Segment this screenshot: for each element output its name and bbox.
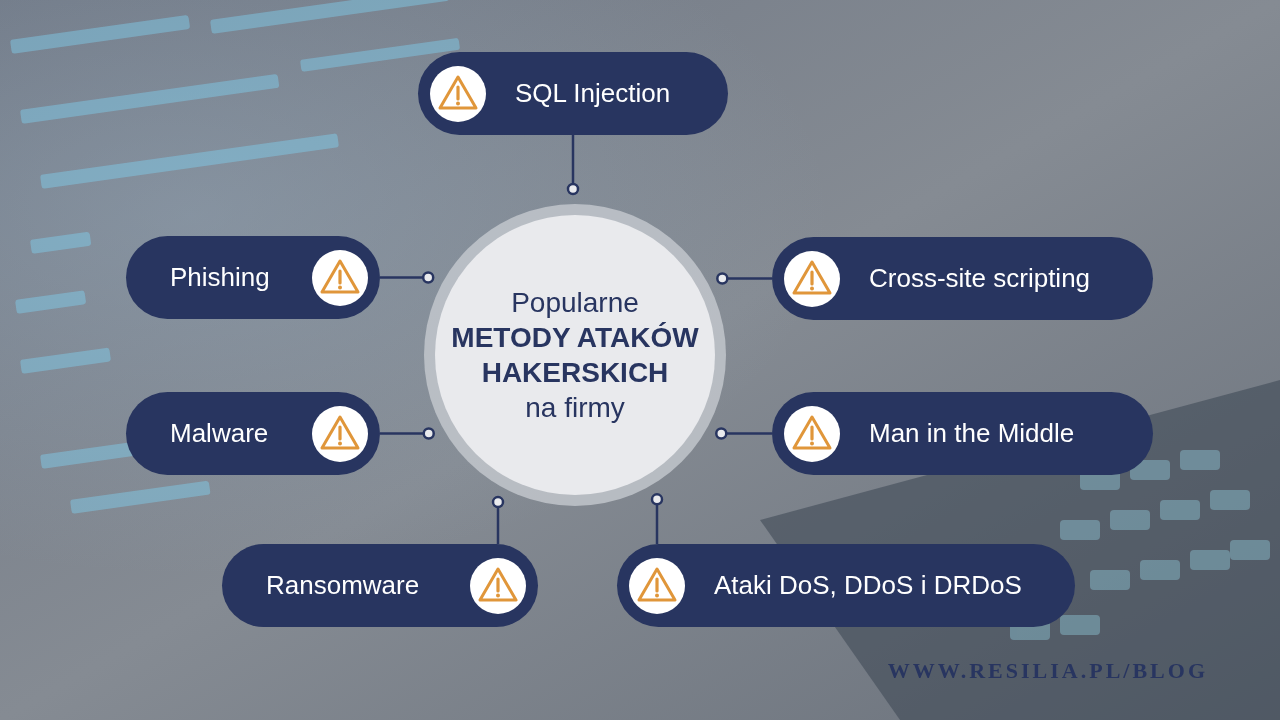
attack-pill: Malware [126,392,380,475]
connector [493,497,503,544]
warning-icon [783,250,841,308]
attack-pill: Phishing [126,236,380,319]
warning-icon [311,249,369,307]
warning-icon [783,405,841,463]
attack-pill: Man in the Middle [772,392,1153,475]
attack-name: Cross-site scripting [869,263,1090,294]
connector [652,494,662,544]
connector [380,273,433,283]
attack-name: Ransomware [266,570,419,601]
attack-name: Ataki DoS, DDoS i DRDoS [714,570,1022,601]
attack-name: Man in the Middle [869,418,1074,449]
warning-icon [311,405,369,463]
attack-pill: SQL Injection [418,52,728,135]
hub-heading: METODY ATAKÓW HAKERSKICH [450,320,700,390]
warning-icon [469,557,527,615]
hub-text: na firmy [525,390,625,425]
attack-name: Phishing [170,262,270,293]
attack-name: SQL Injection [515,78,670,109]
circle-outline [423,203,727,507]
connector [380,429,434,439]
warning-icon [628,557,686,615]
attack-name: Malware [170,418,268,449]
attack-pill: Cross-site scripting [772,237,1153,320]
warning-icon [429,65,487,123]
connector [717,274,772,284]
hub-circle: PopularneMETODY ATAKÓW HAKERSKICHna firm… [435,215,715,495]
connector [716,429,772,439]
attack-pill: Ataki DoS, DDoS i DRDoS [617,544,1075,627]
attack-pill: Ransomware [222,544,538,627]
hub-text: Popularne [511,285,639,320]
connector [568,135,578,194]
website-label: WWW.RESILIA.PL/BLOG [888,658,1208,684]
